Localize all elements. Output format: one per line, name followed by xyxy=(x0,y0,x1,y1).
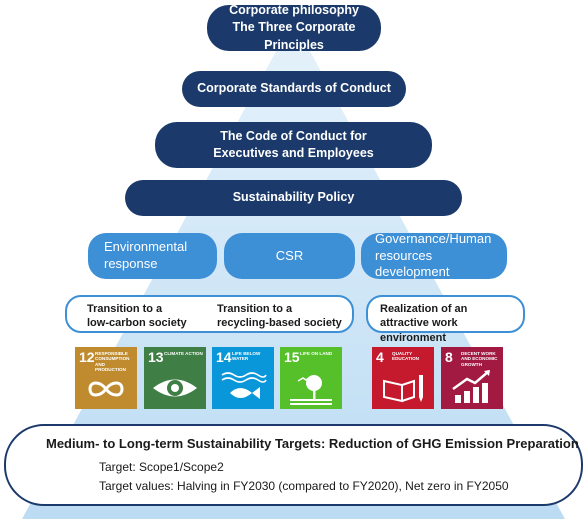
sustainability-policy-label: Sustainability Policy xyxy=(232,190,355,205)
sdg-12-label: Responsible consumption and production xyxy=(95,351,130,372)
low-carbon-line1: Transition to a xyxy=(87,303,163,315)
eye-earth-icon xyxy=(153,379,197,397)
sdg-14-label: Life below water xyxy=(232,351,261,362)
target-scope: Target: Scope1/Scope2 xyxy=(99,460,224,474)
corporate-philosophy-label: Corporate philosophy xyxy=(229,2,359,17)
csr-box: CSR xyxy=(224,233,355,279)
sdg-4-label: Quality education xyxy=(392,351,419,362)
sdg-14-tile: 14 Life below water xyxy=(212,347,274,409)
environmental-line1: Environmental xyxy=(104,239,188,255)
sdg-8-label: Decent work and economic growth xyxy=(461,351,498,367)
governance-box: Governance/Human resources development xyxy=(361,230,507,280)
environmental-response-box: Environmental response xyxy=(88,233,217,279)
growth-chart-icon xyxy=(452,370,490,403)
work-env-line2: attractive work environment xyxy=(380,317,458,344)
sdg-15-number: 15 xyxy=(284,349,300,365)
recycling-line2: recycling-based society xyxy=(217,317,342,330)
environmental-line2: response xyxy=(104,256,158,271)
targets-box: Medium- to Long-term Sustainability Targ… xyxy=(4,424,583,506)
sdg-13-number: 13 xyxy=(148,349,164,365)
sdg-12-tile: 12 Responsible consumption and productio… xyxy=(75,347,137,409)
fish-icon xyxy=(221,372,267,399)
code-of-conduct-line1: The Code of Conduct for xyxy=(220,128,367,143)
sdg-15-label: Life on land xyxy=(300,351,333,356)
code-of-conduct-box: The Code of Conduct for Executives and E… xyxy=(155,122,432,168)
target-values: Target values: Halving in FY2030 (compar… xyxy=(99,479,509,493)
targets-title: Medium- to Long-term Sustainability Targ… xyxy=(46,436,579,451)
standards-of-conduct-box: Corporate Standards of Conduct xyxy=(182,71,406,107)
sdg-4-number: 4 xyxy=(376,349,384,365)
work-env-line1: Realization of an xyxy=(380,303,468,315)
recycling-theme: Transition to a recycling-based society xyxy=(217,302,342,331)
sdg-4-tile: 4 Quality education xyxy=(372,347,434,409)
sdg-12-number: 12 xyxy=(79,349,95,365)
tree-bird-icon xyxy=(290,375,332,405)
sdg-15-tile: 15 Life on land xyxy=(280,347,342,409)
code-of-conduct-line2: Executives and Employees xyxy=(213,146,374,160)
sdg-13-label: Climate action xyxy=(164,351,203,356)
book-pencil-icon xyxy=(383,375,423,403)
infinity-icon xyxy=(88,381,124,397)
work-environment-box: Realization of an attractive work enviro… xyxy=(366,295,525,344)
three-principles-label: The Three Corporate Principles xyxy=(232,20,356,52)
sdg-8-number: 8 xyxy=(445,349,453,365)
sdg-8-tile: 8 Decent work and economic growth xyxy=(441,347,503,409)
recycling-line1: Transition to a xyxy=(217,303,293,315)
low-carbon-line2: low-carbon society xyxy=(87,317,187,330)
sdg-13-tile: 13 Climate action xyxy=(144,347,206,409)
csr-label: CSR xyxy=(275,247,304,263)
low-carbon-theme: Transition to a low-carbon society xyxy=(87,302,187,331)
sdg-14-number: 14 xyxy=(216,349,232,365)
standards-of-conduct-label: Corporate Standards of Conduct xyxy=(197,81,391,96)
sustainability-policy-box: Sustainability Policy xyxy=(125,180,462,216)
corporate-philosophy-box: Corporate philosophy The Three Corporate… xyxy=(207,2,381,52)
environment-themes-box: Transition to a low-carbon society Trans… xyxy=(65,295,354,333)
governance-line2: resources development xyxy=(375,247,450,280)
governance-line1: Governance/Human xyxy=(375,230,492,246)
work-env-theme: Realization of an attractive work enviro… xyxy=(380,302,523,345)
